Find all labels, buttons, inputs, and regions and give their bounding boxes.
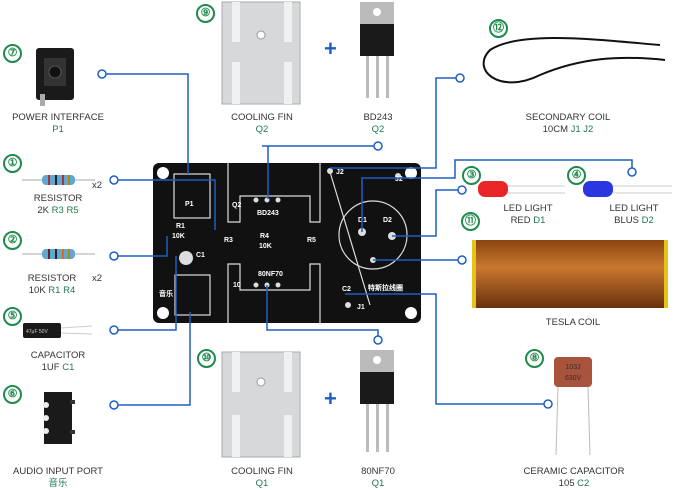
callout-q1	[266, 285, 379, 336]
pcb-board: P1 R1 10K C1 R3 Q2 BD243 R4 10K R5 10 80…	[153, 163, 421, 323]
number-badge-7: ⑦	[3, 44, 22, 63]
number-badge-10: ⑩	[197, 349, 216, 368]
callout-c2	[345, 293, 544, 405]
red-led-image	[478, 181, 565, 197]
silk-bd243: BD243	[257, 210, 279, 217]
silk-j2b: J2	[395, 176, 403, 183]
silk-q1: 10	[233, 282, 241, 289]
c1-marking: 47μF 50V	[26, 329, 48, 335]
number-badge-3: ③	[462, 166, 481, 185]
number-badge-12: ⑫	[489, 19, 508, 38]
callout-p1	[106, 73, 189, 174]
blue-led-image	[583, 181, 672, 197]
number-badge-8: ⑧	[525, 349, 544, 368]
label-tesla-coil: TESLA COIL	[545, 317, 601, 328]
number-badge-9: ⑨	[196, 4, 215, 23]
silk-p1: P1	[185, 201, 194, 208]
silk-80nf70: 80NF70	[258, 271, 283, 278]
callout-r3r5	[118, 179, 216, 230]
silk-d2: D2	[383, 217, 392, 224]
callout-d2	[392, 189, 458, 237]
silk-r1-value: 10K	[172, 233, 185, 240]
callout-r1r4	[118, 236, 168, 257]
quantity-r1r4: x2	[92, 273, 103, 284]
silk-r5: R5	[307, 237, 316, 244]
power-interface-image	[36, 48, 74, 106]
resistor-10k-image	[22, 249, 95, 259]
callout-dots	[97, 69, 637, 410]
silk-j1: J1	[357, 304, 365, 311]
silk-j2: J2	[336, 169, 344, 176]
tesla-coil-image	[472, 240, 668, 308]
resistor-2k-image	[22, 175, 95, 185]
silk-audio: 音乐	[159, 289, 173, 298]
number-badge-6: ⑥	[3, 385, 22, 404]
ceramic-capacitor-image: 103J 630V	[554, 357, 592, 456]
plus-sign-top: +	[324, 36, 337, 61]
number-badge-5: ⑤	[3, 307, 22, 326]
callout-c1	[118, 256, 177, 331]
secondary-coil-wire-image	[482, 37, 666, 84]
silk-r1: R1	[176, 223, 185, 230]
c2-marking-top: 103J	[565, 364, 580, 371]
c2-marking-bottom: 630V	[565, 375, 582, 382]
number-badge-1: ①	[3, 154, 22, 173]
callout-lines	[106, 73, 633, 406]
plus-sign-bottom: +	[324, 386, 337, 411]
cooling-fin-q1-image	[221, 351, 301, 458]
quantity-r3r5: x2	[92, 180, 103, 191]
number-badge-2: ②	[3, 231, 22, 250]
capacitor-image: 47μF 50V	[23, 323, 93, 338]
silk-coil: 特斯拉线圈	[368, 283, 403, 292]
number-badge-11: ⑪	[461, 212, 480, 231]
silk-r4-value: 10K	[259, 243, 272, 250]
callout-audio	[118, 312, 191, 406]
cooling-fin-q2-image	[221, 1, 301, 105]
silk-r4: R4	[260, 233, 269, 240]
callout-d1	[361, 159, 633, 232]
silk-r3: R3	[224, 237, 233, 244]
callout-j2	[330, 77, 456, 169]
80nf70-transistor-image	[360, 350, 394, 452]
number-badge-4: ④	[567, 166, 586, 185]
audio-jack-image	[43, 392, 75, 444]
silk-c2: C2	[342, 286, 351, 293]
silk-q2: Q2	[232, 202, 241, 209]
silk-c1: C1	[196, 252, 205, 259]
callout-q2	[262, 145, 374, 199]
bd243-transistor-image	[360, 2, 394, 98]
